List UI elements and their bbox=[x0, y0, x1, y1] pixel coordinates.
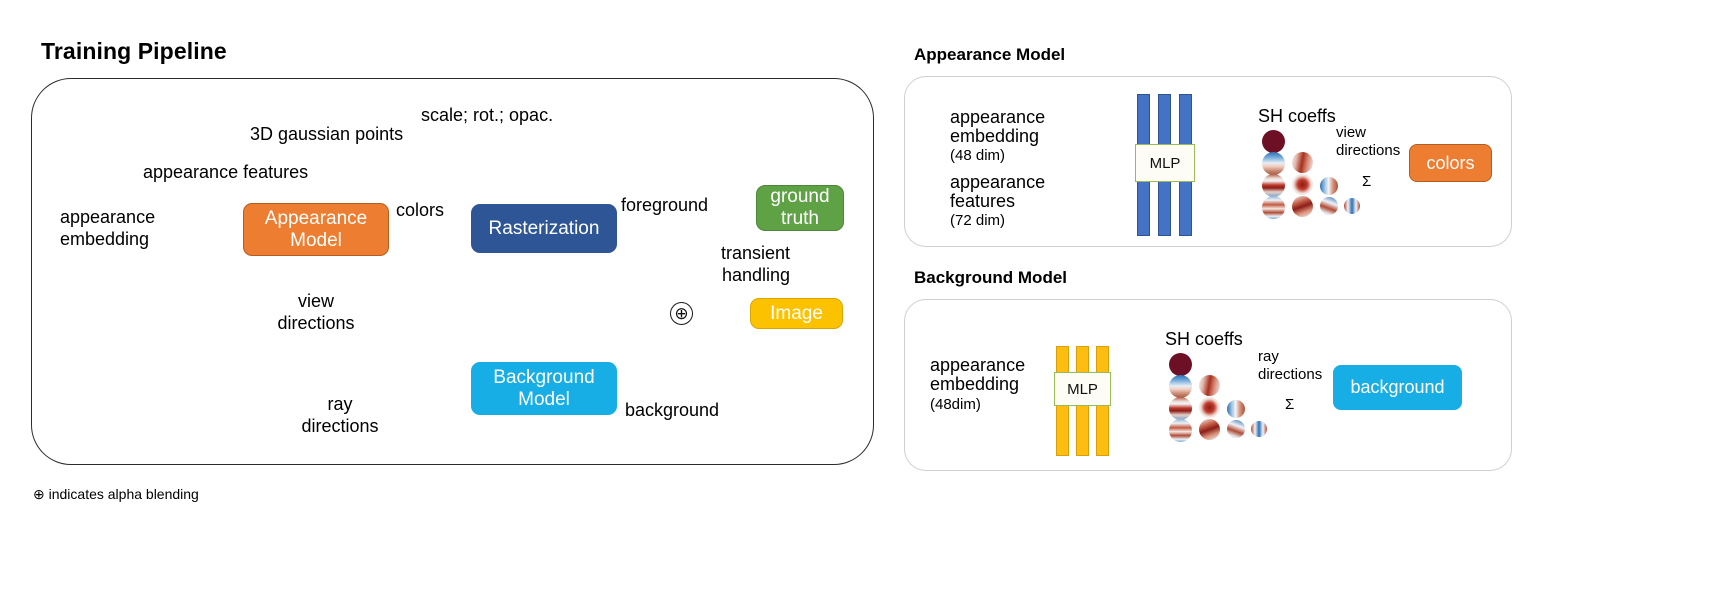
bm-sh-coeffs-visual bbox=[1165, 353, 1280, 442]
am-colors-output-box[interactable]: colors bbox=[1409, 144, 1492, 182]
image-box[interactable]: Image bbox=[750, 298, 843, 329]
sh-sphere bbox=[1292, 152, 1313, 173]
am-mlp-label: MLP bbox=[1149, 154, 1181, 172]
label-transient-handling-line2: handling bbox=[721, 265, 790, 285]
alpha-blend-glyph: ⊕ bbox=[674, 304, 689, 323]
sh-sphere bbox=[1227, 400, 1245, 418]
footnote-alpha-blending: ⊕ indicates alpha blending bbox=[33, 486, 199, 502]
mlp-label-chip: MLP bbox=[1054, 372, 1111, 406]
am-sh-coeffs-visual bbox=[1258, 130, 1373, 219]
ground-truth-line2: truth bbox=[780, 208, 820, 229]
sh-sphere bbox=[1199, 397, 1220, 418]
sh-sphere bbox=[1199, 419, 1220, 440]
background-model-box[interactable]: Background Model bbox=[471, 362, 617, 415]
sh-sphere bbox=[1199, 375, 1220, 396]
label-scale-rot-opac: scale; rot.; opac. bbox=[421, 105, 554, 125]
bm-ray-directions-line1: ray bbox=[1258, 348, 1279, 365]
mlp-label-chip: MLP bbox=[1135, 144, 1195, 182]
bm-sigma-symbol: Σ bbox=[1285, 396, 1295, 413]
appearance-model-title: Appearance Model bbox=[914, 45, 1066, 64]
label-appearance-embedding-line1: appearance bbox=[60, 207, 156, 227]
background-mlp-stack: MLP bbox=[1054, 346, 1111, 456]
sh-sphere bbox=[1320, 177, 1338, 195]
appearance-model-box-line2: Model bbox=[290, 229, 342, 251]
am-sigma-symbol: Σ bbox=[1362, 173, 1372, 190]
page-title: Training Pipeline bbox=[41, 38, 227, 64]
label-appearance-features: appearance features bbox=[143, 162, 309, 182]
appearance-mlp-stack: MLP bbox=[1135, 94, 1195, 236]
am-colors-output-label: colors bbox=[1426, 152, 1475, 173]
bm-input1-line1: appearance bbox=[930, 355, 1026, 375]
rasterization-box[interactable]: Rasterization bbox=[471, 204, 617, 253]
sh-sphere bbox=[1169, 397, 1192, 420]
background-model-title: Background Model bbox=[914, 268, 1068, 287]
sh-sphere bbox=[1169, 353, 1192, 376]
appearance-model-box-line1: Appearance bbox=[264, 207, 368, 229]
sh-sphere bbox=[1344, 198, 1360, 214]
sh-sphere bbox=[1251, 421, 1267, 437]
label-view-directions-line2: directions bbox=[277, 313, 355, 333]
label-ray-directions-line1: ray bbox=[327, 394, 353, 414]
ground-truth-line1: ground bbox=[770, 186, 830, 208]
rasterization-box-label: Rasterization bbox=[488, 217, 600, 239]
sh-sphere bbox=[1320, 197, 1338, 215]
label-foreground-edge: foreground bbox=[621, 195, 709, 215]
bm-background-output-box[interactable]: background bbox=[1333, 365, 1462, 410]
appearance-model-box[interactable]: Appearance Model bbox=[243, 203, 389, 256]
am-input2-line2: features bbox=[950, 191, 1016, 211]
am-input2-dim: (72 dim) bbox=[950, 212, 1006, 229]
bm-background-output-label: background bbox=[1350, 377, 1445, 398]
am-input1-dim: (48 dim) bbox=[950, 147, 1006, 164]
label-background-edge: background bbox=[625, 400, 720, 420]
bm-input1-line2: embedding bbox=[930, 374, 1020, 394]
label-colors-edge: colors bbox=[396, 200, 445, 220]
label-ray-directions-line2: directions bbox=[301, 416, 379, 436]
bm-input1-dim: (48dim) bbox=[930, 396, 981, 413]
bm-ray-directions-line2: directions bbox=[1258, 366, 1323, 383]
bm-mlp-label: MLP bbox=[1067, 380, 1098, 398]
am-input1-line2: embedding bbox=[950, 126, 1040, 146]
ground-truth-box[interactable]: ground truth bbox=[756, 185, 844, 231]
label-3d-gaussian-points: 3D gaussian points bbox=[250, 124, 404, 144]
sh-sphere bbox=[1262, 152, 1285, 175]
bm-sh-coeffs-label: SH coeffs bbox=[1165, 329, 1243, 349]
am-input1-line1: appearance bbox=[950, 107, 1046, 127]
sh-sphere bbox=[1262, 130, 1285, 153]
sh-sphere bbox=[1227, 420, 1245, 438]
sh-sphere bbox=[1262, 196, 1285, 219]
am-view-directions-line2: directions bbox=[1336, 142, 1401, 159]
label-appearance-embedding-line2: embedding bbox=[60, 229, 150, 249]
am-sh-coeffs-label: SH coeffs bbox=[1258, 106, 1336, 126]
alpha-blend-operator-icon: ⊕ bbox=[670, 302, 693, 325]
sh-sphere bbox=[1292, 196, 1313, 217]
sh-sphere bbox=[1169, 375, 1192, 398]
training-pipeline-panel bbox=[31, 78, 874, 465]
background-model-box-line1: Background bbox=[493, 366, 595, 388]
sh-sphere bbox=[1262, 174, 1285, 197]
label-view-directions-line1: view bbox=[297, 291, 334, 311]
background-model-box-line2: Model bbox=[518, 388, 570, 410]
am-input2-line1: appearance bbox=[950, 172, 1046, 192]
image-box-label: Image bbox=[770, 302, 823, 324]
am-view-directions-line1: view bbox=[1336, 124, 1367, 141]
sh-sphere bbox=[1169, 419, 1192, 442]
label-transient-handling-line1: transient bbox=[720, 243, 790, 263]
sh-sphere bbox=[1292, 174, 1313, 195]
